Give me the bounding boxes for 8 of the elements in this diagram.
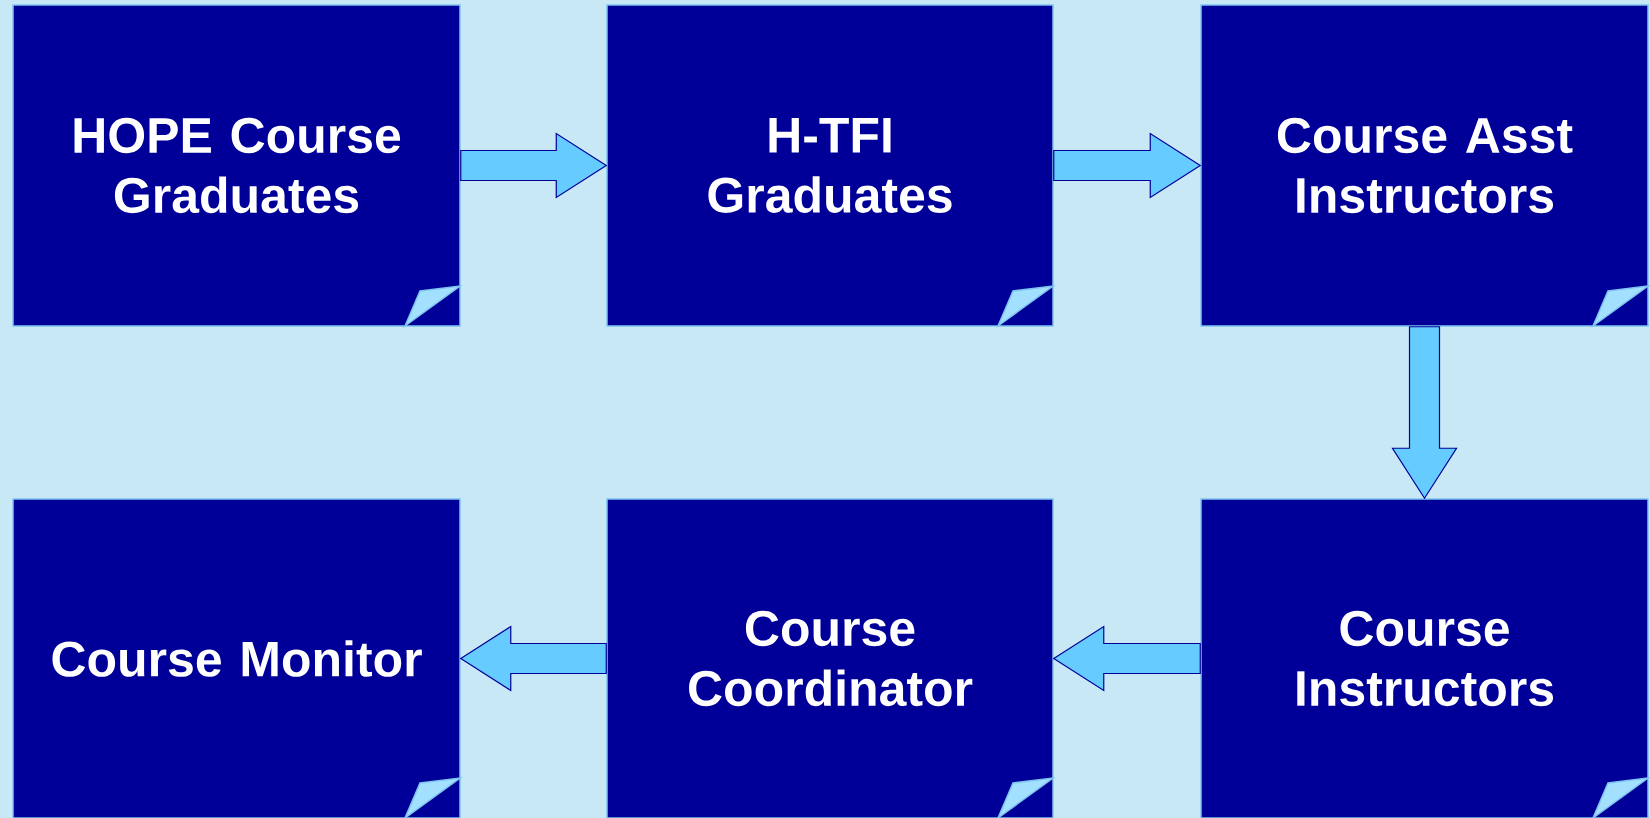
block-arrow [1053, 132, 1202, 199]
block-arrow [1052, 625, 1201, 692]
note-box: Course Instructors [1200, 498, 1650, 818]
note-box: Course Monitor [12, 498, 463, 818]
block-arrow [459, 625, 607, 692]
block-arrow [460, 132, 608, 199]
note-box: Course Coordinator [606, 498, 1056, 818]
block-arrow [1391, 326, 1458, 500]
